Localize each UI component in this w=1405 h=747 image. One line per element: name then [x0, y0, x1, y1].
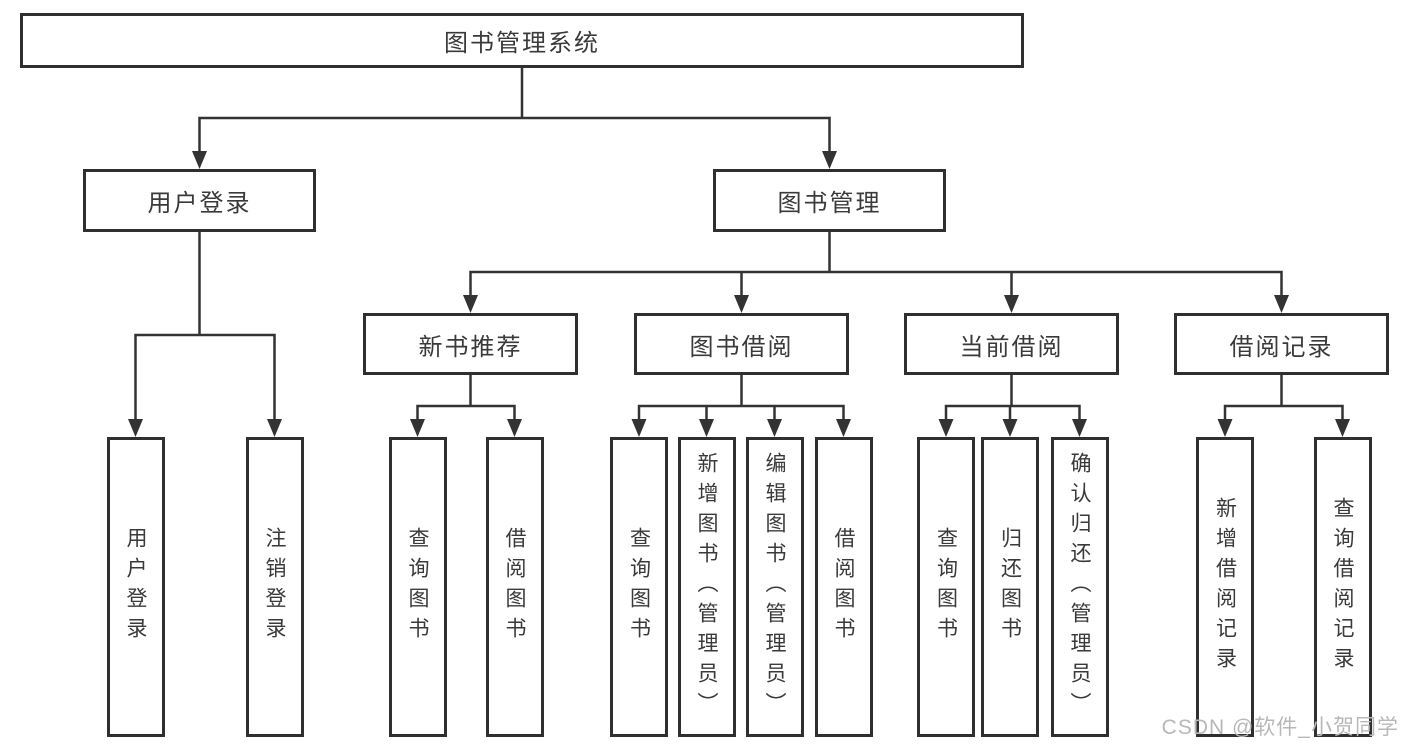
leaf-return-books: 归还图书	[981, 437, 1039, 737]
node-user-login-label: 用户登录	[147, 190, 252, 217]
leaf-logout-label: 注销登录	[263, 527, 286, 647]
leaf-add-books-admin-label: 新增图书（管理员）	[695, 452, 718, 722]
leaf-add-books-admin: 新增图书（管理员）	[677, 437, 736, 737]
node-book-management-label: 图书管理	[777, 190, 882, 217]
leaf-add-borrow-record: 新增借阅记录	[1196, 437, 1254, 737]
leaf-return-books-label: 归还图书	[998, 527, 1022, 647]
leaf-user-login-label: 用户登录	[124, 527, 147, 647]
node-current-borrow-label: 当前借阅	[959, 333, 1064, 361]
node-new-book-recommend: 新书推荐	[363, 313, 578, 375]
node-book-borrow-label: 图书借阅	[689, 333, 794, 361]
node-root-label: 图书管理系统	[444, 30, 600, 57]
csdn-watermark: CSDN @软件_小贺同学	[1161, 716, 1399, 739]
leaf-borrow-books-recommend-label: 借阅图书	[503, 527, 526, 647]
node-borrow-records: 借阅记录	[1174, 313, 1389, 375]
node-borrow-records-label: 借阅记录	[1229, 333, 1334, 361]
leaf-borrow-books-recommend: 借阅图书	[485, 437, 544, 737]
leaf-user-login: 用户登录	[106, 437, 165, 737]
arrow-down-icons	[128, 151, 1350, 437]
node-user-login: 用户登录	[83, 169, 316, 232]
leaf-borrow-books: 借阅图书	[814, 437, 873, 737]
leaf-query-books-current: 查询图书	[917, 437, 975, 737]
leaf-query-books-recommend-label: 查询图书	[406, 527, 429, 647]
leaf-query-books-current-label: 查询图书	[934, 527, 958, 647]
leaf-query-borrow-record-label: 查询借阅记录	[1331, 497, 1354, 677]
leaf-confirm-return-admin-label: 确认归还（管理员）	[1068, 452, 1091, 722]
node-new-book-recommend-label: 新书推荐	[418, 333, 523, 361]
node-book-borrow: 图书借阅	[634, 313, 849, 375]
leaf-logout: 注销登录	[245, 437, 304, 737]
leaf-confirm-return-admin: 确认归还（管理员）	[1050, 437, 1109, 737]
leaf-borrow-books-label: 借阅图书	[832, 527, 855, 647]
leaf-query-books-recommend: 查询图书	[388, 437, 447, 737]
node-root: 图书管理系统	[20, 13, 1024, 68]
node-current-borrow: 当前借阅	[904, 313, 1119, 375]
leaf-edit-books-admin: 编辑图书（管理员）	[745, 437, 804, 737]
leaf-query-borrow-record: 查询借阅记录	[1313, 437, 1372, 737]
leaf-query-books-borrow: 查询图书	[610, 437, 668, 737]
leaf-edit-books-admin-label: 编辑图书（管理员）	[763, 452, 786, 722]
node-book-management: 图书管理	[713, 169, 946, 232]
leaf-add-borrow-record-label: 新增借阅记录	[1213, 497, 1237, 677]
leaf-query-books-borrow-label: 查询图书	[627, 527, 651, 647]
